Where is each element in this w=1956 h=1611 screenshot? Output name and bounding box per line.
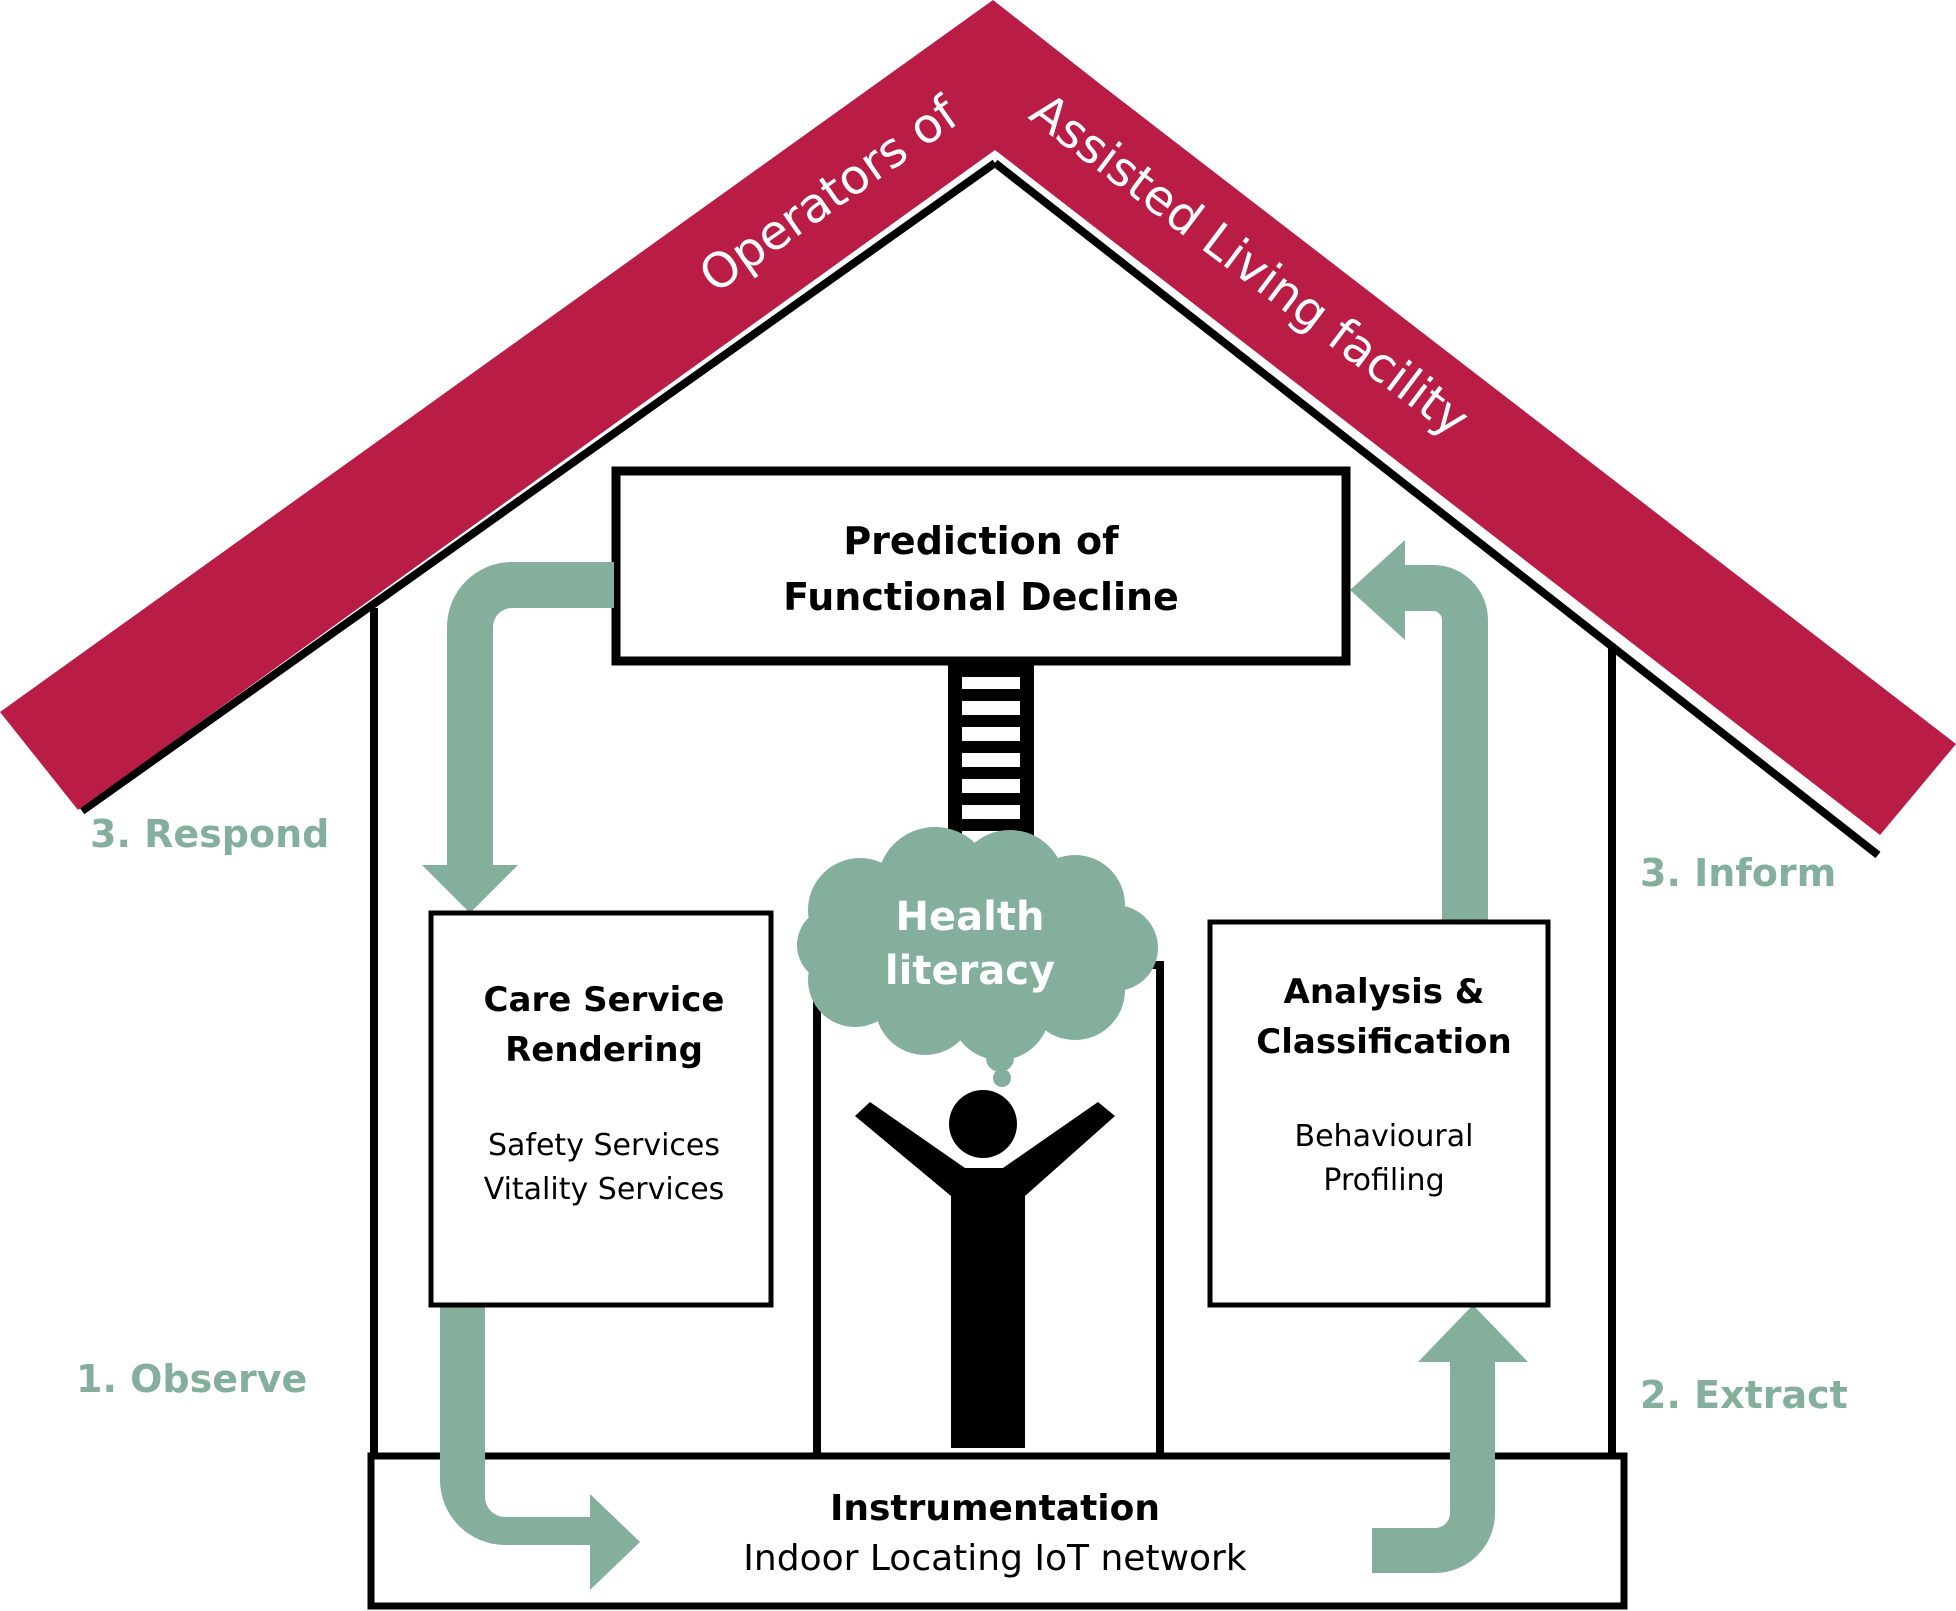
care-item-1: Safety Services — [488, 1128, 720, 1163]
arrows — [422, 540, 1528, 1590]
roof-underline-left — [79, 159, 998, 815]
instrumentation-title: Instrumentation — [830, 1488, 1160, 1529]
step-observe: 1. Observe — [76, 1357, 307, 1401]
step-respond: 3. Respond — [90, 812, 329, 856]
care-item-2: Vitality Services — [484, 1172, 725, 1207]
step-inform: 3. Inform — [1640, 851, 1836, 895]
respond-arrow — [422, 562, 614, 913]
thought-cloud: Health literacy — [797, 827, 1158, 1087]
extract-arrow — [1372, 1305, 1528, 1573]
instrumentation-subtitle: Indoor Locating IoT network — [743, 1538, 1247, 1579]
cloud-line-2: literacy — [885, 948, 1055, 994]
person-icon — [855, 1090, 1115, 1448]
prediction-line-1: Prediction of — [843, 519, 1119, 563]
roof-right-text: Assisted Living facility — [1020, 82, 1480, 448]
observe-arrow — [440, 1305, 640, 1590]
analysis-item-1: Behavioural — [1295, 1119, 1474, 1154]
prediction-line-2: Functional Decline — [783, 575, 1179, 619]
ladder — [948, 665, 1034, 855]
analysis-item-2: Profiling — [1323, 1163, 1444, 1198]
step-labels: 3. Respond 3. Inform 1. Observe 2. Extra… — [76, 812, 1848, 1417]
step-extract: 2. Extract — [1640, 1373, 1848, 1417]
care-service-box: Care Service Rendering Safety Services V… — [428, 910, 774, 1308]
analysis-box: Analysis & Classification Behavioural Pr… — [1207, 919, 1551, 1308]
roof-underline-right — [992, 159, 1881, 859]
inform-arrow — [1350, 540, 1488, 922]
analysis-title-1: Analysis & — [1284, 972, 1485, 1012]
analysis-title-2: Classification — [1256, 1022, 1511, 1062]
house-walls — [79, 159, 1881, 1460]
care-title-1: Care Service — [484, 980, 725, 1020]
care-title-2: Rendering — [505, 1030, 703, 1070]
cloud-line-1: Health — [896, 894, 1045, 940]
prediction-box: Prediction of Functional Decline — [611, 466, 1351, 666]
